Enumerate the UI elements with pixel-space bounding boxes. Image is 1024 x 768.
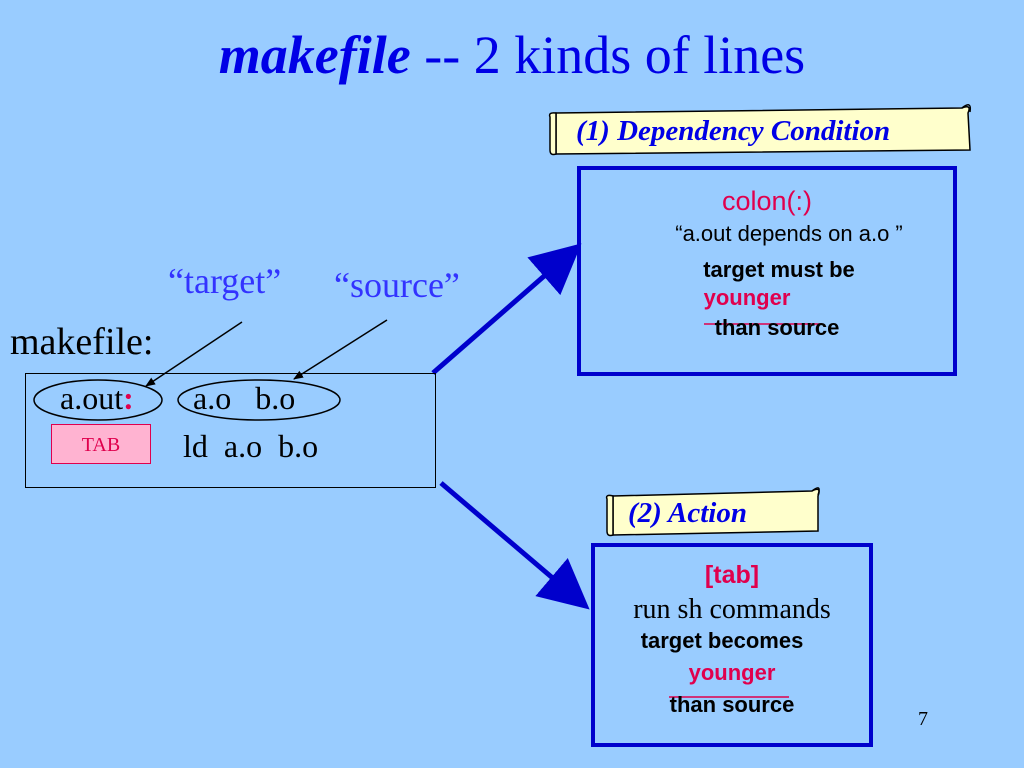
title-rest: -- 2 kinds of lines bbox=[410, 25, 806, 85]
action-younger: younger bbox=[688, 660, 776, 685]
code-line-1: a.out: bbox=[60, 380, 134, 417]
dependency-line-3: target must be bbox=[703, 257, 855, 282]
arrow-to-action bbox=[439, 481, 590, 610]
makefile-label: makefile: bbox=[10, 321, 154, 363]
code-colon: : bbox=[123, 380, 134, 416]
target-pointer-arrow bbox=[145, 321, 243, 387]
action-line-5: than source bbox=[669, 692, 795, 717]
tab-indicator: TAB bbox=[51, 424, 151, 464]
page-number: 7 bbox=[918, 708, 928, 730]
target-ellipse bbox=[33, 379, 163, 421]
source-pointer-arrow bbox=[293, 319, 388, 380]
slide-title: makefile -- 2 kinds of lines bbox=[0, 24, 1024, 86]
title-italic: makefile bbox=[218, 25, 411, 85]
source-label: “source” bbox=[334, 265, 460, 305]
dependency-quote: “a.out depends on a.o ” bbox=[675, 221, 903, 246]
dependency-younger: younger bbox=[703, 285, 791, 310]
arrow-to-dependency bbox=[431, 243, 582, 375]
action-heading: [tab] bbox=[704, 561, 760, 589]
makefile-code-box bbox=[25, 373, 436, 488]
sources-ellipse bbox=[177, 379, 341, 421]
dependency-heading: colon(:) bbox=[721, 186, 813, 216]
dependency-panel: colon(:) “a.out depends on a.o ” target … bbox=[577, 166, 957, 376]
action-banner-label: (2) Action bbox=[628, 497, 747, 529]
action-panel: [tab] run sh commands target becomes you… bbox=[591, 543, 873, 747]
code-sources: a.o b.o bbox=[193, 380, 296, 416]
dependency-line-5: than source bbox=[714, 315, 840, 340]
code-command: ld a.o b.o bbox=[183, 428, 319, 464]
code-target: a.out bbox=[60, 380, 124, 416]
action-scroll-shape bbox=[605, 487, 820, 537]
dependency-banner-label: (1) Dependency Condition bbox=[576, 115, 891, 147]
target-label: “target” bbox=[168, 261, 282, 301]
dependency-scroll-shape bbox=[548, 104, 972, 156]
action-line-3: target becomes bbox=[640, 628, 804, 653]
action-line-2: run sh commands bbox=[633, 594, 831, 625]
